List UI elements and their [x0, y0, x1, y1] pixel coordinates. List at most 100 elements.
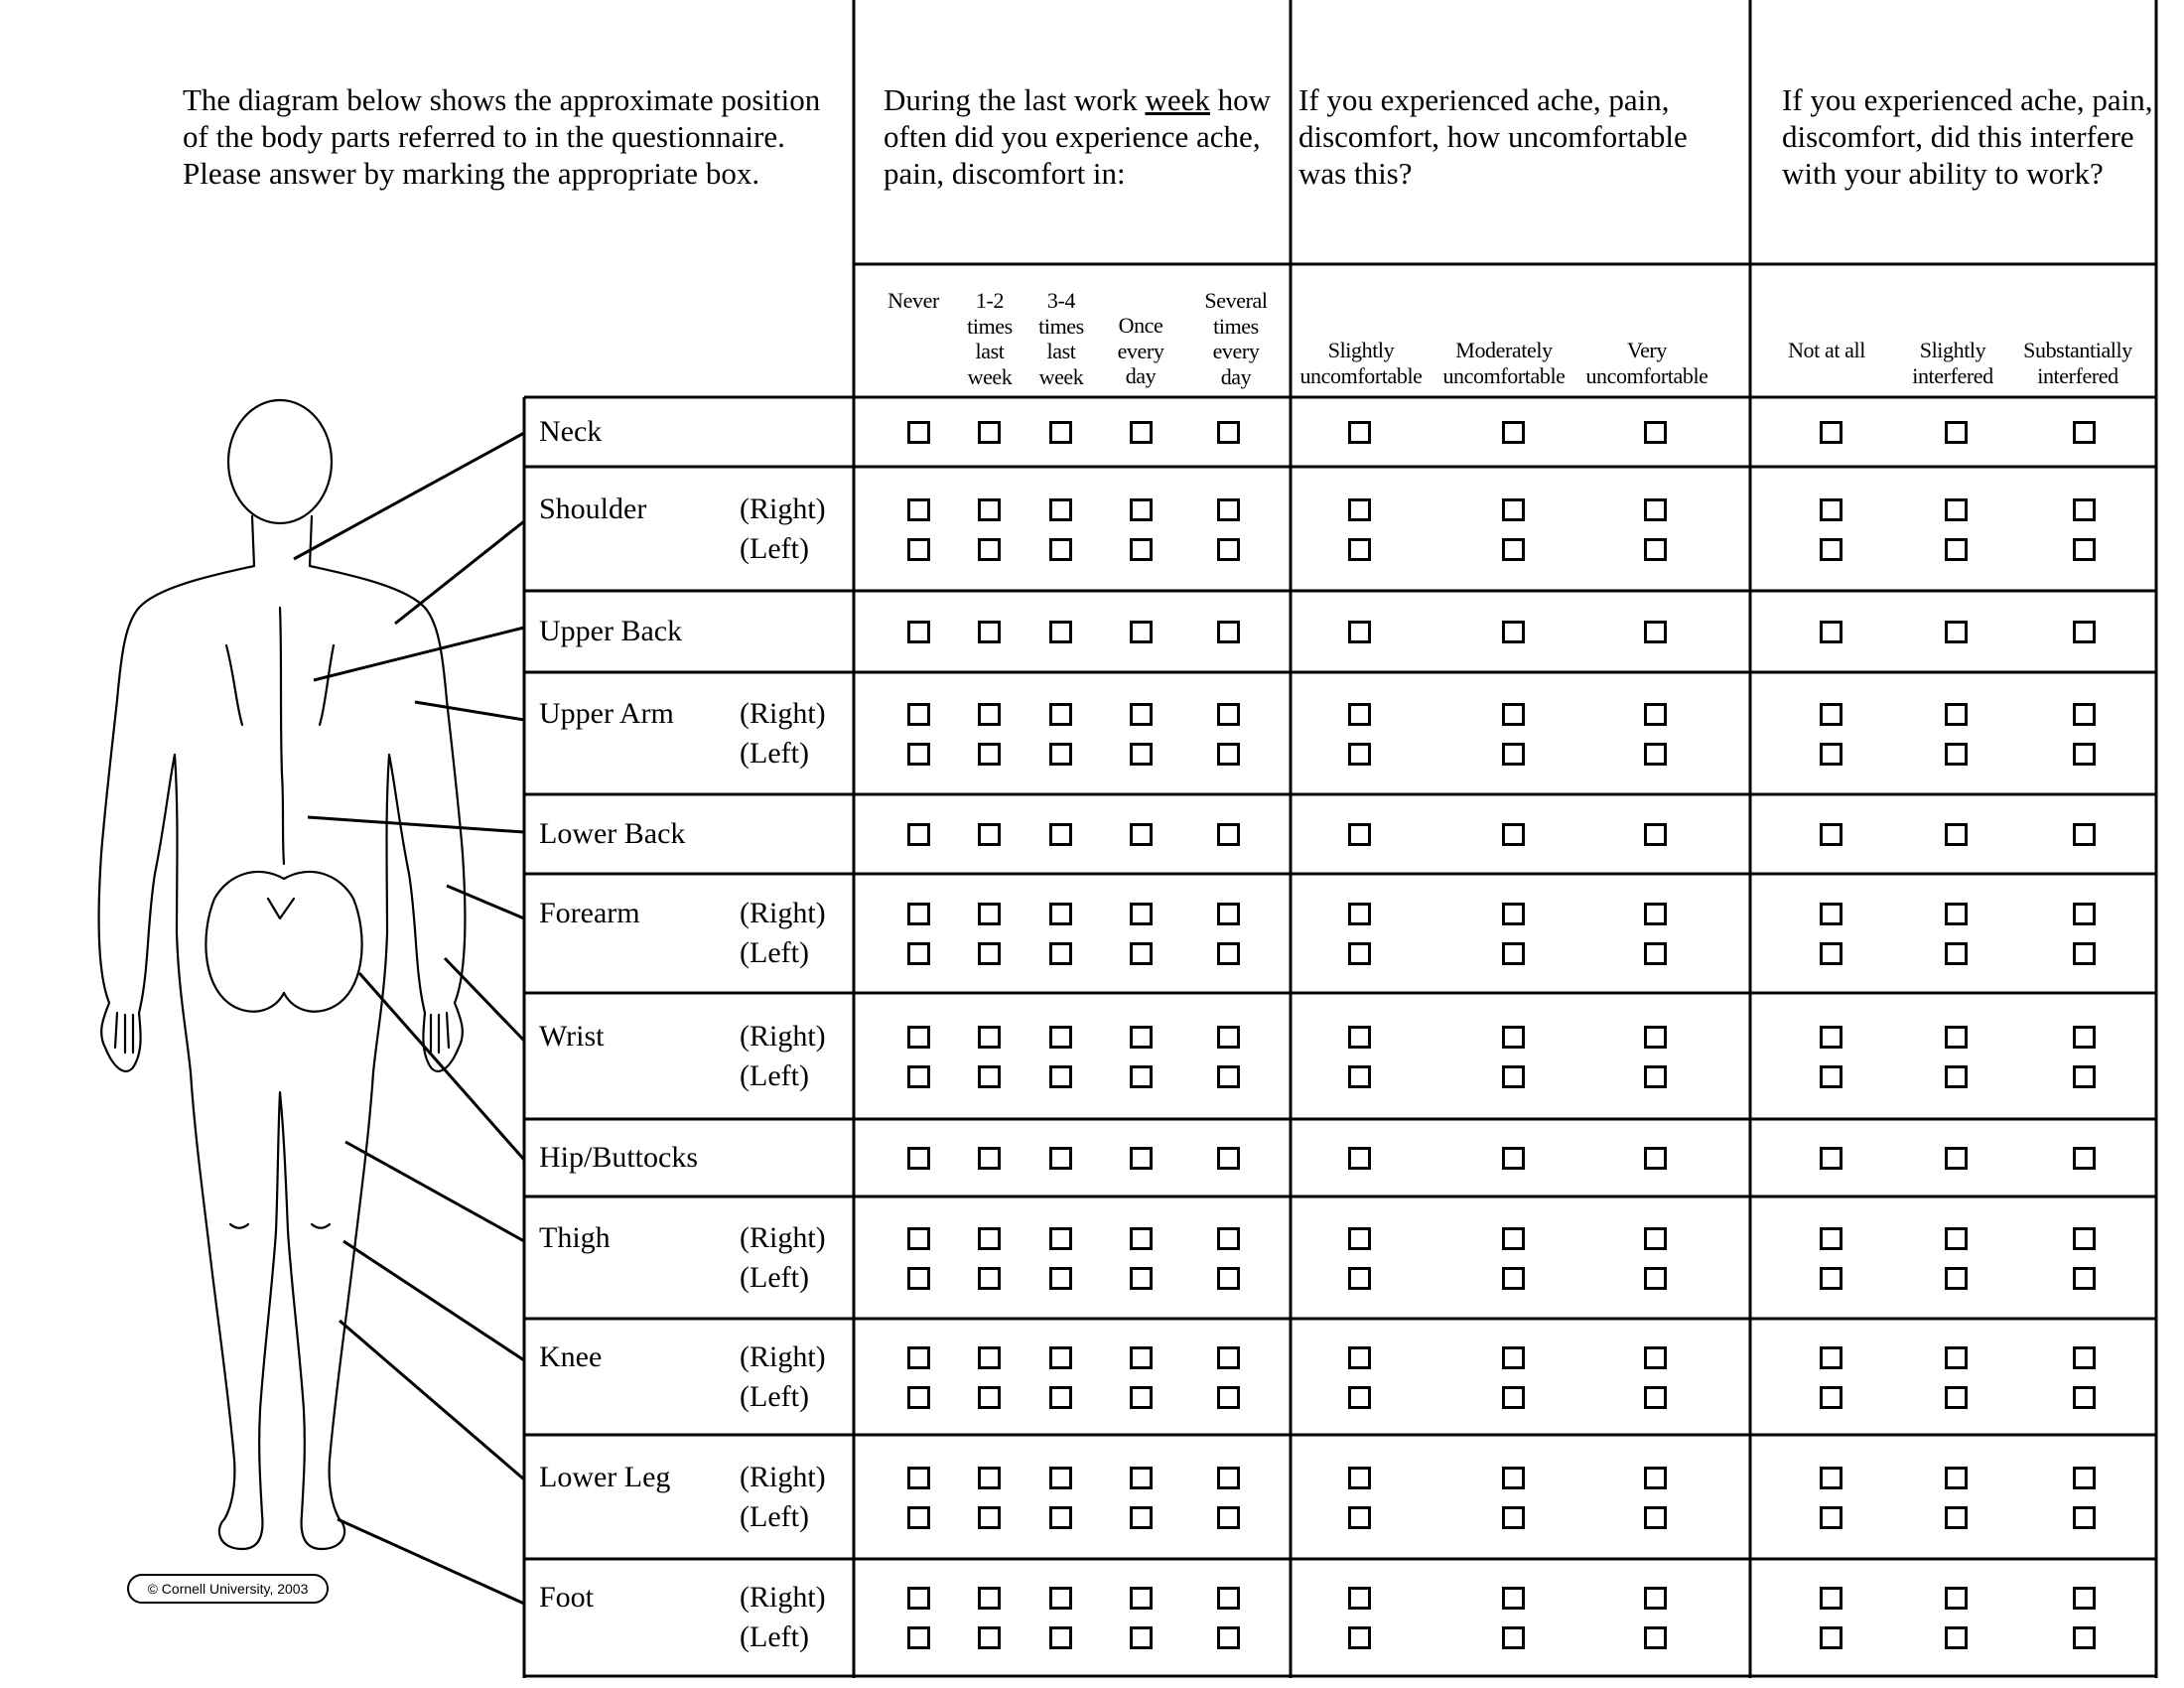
checkbox-foot-right-6[interactable]	[1502, 1587, 1525, 1610]
checkbox-foot-left-3[interactable]	[1130, 1626, 1153, 1649]
checkbox-shoulder-right-10[interactable]	[2073, 497, 2096, 521]
checkbox-hip-buttocks-10[interactable]	[2073, 1147, 2096, 1170]
checkbox-foot-left-8[interactable]	[1820, 1626, 1843, 1649]
checkbox-forearm-right-5[interactable]	[1348, 903, 1371, 925]
checkbox-foot-left-0[interactable]	[907, 1626, 930, 1649]
checkbox-foot-left-10[interactable]	[2073, 1626, 2096, 1649]
checkbox-foot-right-8[interactable]	[1820, 1587, 1843, 1610]
checkbox-upper-arm-right-4[interactable]	[1217, 702, 1240, 726]
checkbox-thigh-left-5[interactable]	[1348, 1266, 1371, 1290]
checkbox-neck-4[interactable]	[1217, 421, 1240, 444]
checkbox-lower-leg-left-2[interactable]	[1049, 1505, 1072, 1529]
checkbox-upper-arm-right-1[interactable]	[978, 702, 1001, 726]
checkbox-wrist-right-3[interactable]	[1130, 1025, 1153, 1049]
checkbox-neck-6[interactable]	[1502, 421, 1525, 444]
checkbox-forearm-left-7[interactable]	[1644, 942, 1667, 965]
checkbox-lower-leg-left-8[interactable]	[1820, 1505, 1843, 1529]
checkbox-upper-arm-right-5[interactable]	[1348, 702, 1371, 726]
checkbox-wrist-right-7[interactable]	[1644, 1025, 1667, 1049]
checkbox-lower-leg-right-5[interactable]	[1348, 1466, 1371, 1489]
checkbox-shoulder-left-9[interactable]	[1945, 537, 1968, 561]
checkbox-foot-left-6[interactable]	[1502, 1626, 1525, 1649]
checkbox-thigh-left-4[interactable]	[1217, 1266, 1240, 1290]
checkbox-shoulder-left-6[interactable]	[1502, 537, 1525, 561]
checkbox-wrist-left-4[interactable]	[1217, 1064, 1240, 1088]
checkbox-forearm-left-2[interactable]	[1049, 942, 1072, 965]
checkbox-thigh-right-10[interactable]	[2073, 1226, 2096, 1250]
checkbox-lower-leg-right-4[interactable]	[1217, 1466, 1240, 1489]
checkbox-wrist-right-5[interactable]	[1348, 1025, 1371, 1049]
checkbox-wrist-right-10[interactable]	[2073, 1025, 2096, 1049]
checkbox-forearm-right-1[interactable]	[978, 903, 1001, 925]
checkbox-neck-8[interactable]	[1820, 421, 1843, 444]
checkbox-knee-right-10[interactable]	[2073, 1345, 2096, 1369]
checkbox-lower-leg-right-1[interactable]	[978, 1466, 1001, 1489]
checkbox-upper-arm-left-9[interactable]	[1945, 742, 1968, 766]
checkbox-wrist-right-8[interactable]	[1820, 1025, 1843, 1049]
checkbox-lower-leg-left-3[interactable]	[1130, 1505, 1153, 1529]
checkbox-forearm-left-0[interactable]	[907, 942, 930, 965]
checkbox-wrist-right-2[interactable]	[1049, 1025, 1072, 1049]
checkbox-neck-9[interactable]	[1945, 421, 1968, 444]
checkbox-upper-back-1[interactable]	[978, 621, 1001, 643]
checkbox-hip-buttocks-9[interactable]	[1945, 1147, 1968, 1170]
checkbox-shoulder-left-3[interactable]	[1130, 537, 1153, 561]
checkbox-hip-buttocks-5[interactable]	[1348, 1147, 1371, 1170]
checkbox-wrist-left-5[interactable]	[1348, 1064, 1371, 1088]
checkbox-upper-arm-left-8[interactable]	[1820, 742, 1843, 766]
checkbox-upper-arm-right-7[interactable]	[1644, 702, 1667, 726]
checkbox-foot-right-5[interactable]	[1348, 1587, 1371, 1610]
checkbox-foot-right-4[interactable]	[1217, 1587, 1240, 1610]
checkbox-upper-arm-left-7[interactable]	[1644, 742, 1667, 766]
checkbox-shoulder-right-7[interactable]	[1644, 497, 1667, 521]
checkbox-neck-7[interactable]	[1644, 421, 1667, 444]
checkbox-shoulder-left-8[interactable]	[1820, 537, 1843, 561]
checkbox-shoulder-right-5[interactable]	[1348, 497, 1371, 521]
checkbox-thigh-left-3[interactable]	[1130, 1266, 1153, 1290]
checkbox-wrist-left-7[interactable]	[1644, 1064, 1667, 1088]
checkbox-knee-left-5[interactable]	[1348, 1385, 1371, 1409]
checkbox-forearm-right-0[interactable]	[907, 903, 930, 925]
checkbox-foot-right-10[interactable]	[2073, 1587, 2096, 1610]
checkbox-shoulder-left-1[interactable]	[978, 537, 1001, 561]
checkbox-thigh-left-0[interactable]	[907, 1266, 930, 1290]
checkbox-lower-leg-right-10[interactable]	[2073, 1466, 2096, 1489]
checkbox-lower-back-1[interactable]	[978, 823, 1001, 846]
checkbox-upper-back-10[interactable]	[2073, 621, 2096, 643]
checkbox-upper-back-9[interactable]	[1945, 621, 1968, 643]
checkbox-wrist-left-6[interactable]	[1502, 1064, 1525, 1088]
checkbox-lower-back-2[interactable]	[1049, 823, 1072, 846]
checkbox-wrist-left-2[interactable]	[1049, 1064, 1072, 1088]
checkbox-hip-buttocks-2[interactable]	[1049, 1147, 1072, 1170]
checkbox-shoulder-right-6[interactable]	[1502, 497, 1525, 521]
checkbox-shoulder-right-0[interactable]	[907, 497, 930, 521]
checkbox-knee-right-5[interactable]	[1348, 1345, 1371, 1369]
checkbox-foot-right-7[interactable]	[1644, 1587, 1667, 1610]
checkbox-forearm-right-10[interactable]	[2073, 903, 2096, 925]
checkbox-wrist-right-4[interactable]	[1217, 1025, 1240, 1049]
checkbox-forearm-left-3[interactable]	[1130, 942, 1153, 965]
checkbox-wrist-left-0[interactable]	[907, 1064, 930, 1088]
checkbox-thigh-left-2[interactable]	[1049, 1266, 1072, 1290]
checkbox-hip-buttocks-0[interactable]	[907, 1147, 930, 1170]
checkbox-upper-arm-left-0[interactable]	[907, 742, 930, 766]
checkbox-foot-right-0[interactable]	[907, 1587, 930, 1610]
checkbox-thigh-left-10[interactable]	[2073, 1266, 2096, 1290]
checkbox-knee-right-9[interactable]	[1945, 1345, 1968, 1369]
checkbox-upper-arm-left-4[interactable]	[1217, 742, 1240, 766]
checkbox-neck-0[interactable]	[907, 421, 930, 444]
checkbox-hip-buttocks-7[interactable]	[1644, 1147, 1667, 1170]
checkbox-upper-arm-left-3[interactable]	[1130, 742, 1153, 766]
checkbox-knee-left-7[interactable]	[1644, 1385, 1667, 1409]
checkbox-knee-right-8[interactable]	[1820, 1345, 1843, 1369]
checkbox-thigh-right-3[interactable]	[1130, 1226, 1153, 1250]
checkbox-forearm-left-9[interactable]	[1945, 942, 1968, 965]
checkbox-lower-back-10[interactable]	[2073, 823, 2096, 846]
checkbox-upper-back-5[interactable]	[1348, 621, 1371, 643]
checkbox-lower-leg-left-4[interactable]	[1217, 1505, 1240, 1529]
checkbox-forearm-left-4[interactable]	[1217, 942, 1240, 965]
checkbox-forearm-right-2[interactable]	[1049, 903, 1072, 925]
checkbox-upper-arm-left-5[interactable]	[1348, 742, 1371, 766]
checkbox-foot-right-3[interactable]	[1130, 1587, 1153, 1610]
checkbox-thigh-right-9[interactable]	[1945, 1226, 1968, 1250]
